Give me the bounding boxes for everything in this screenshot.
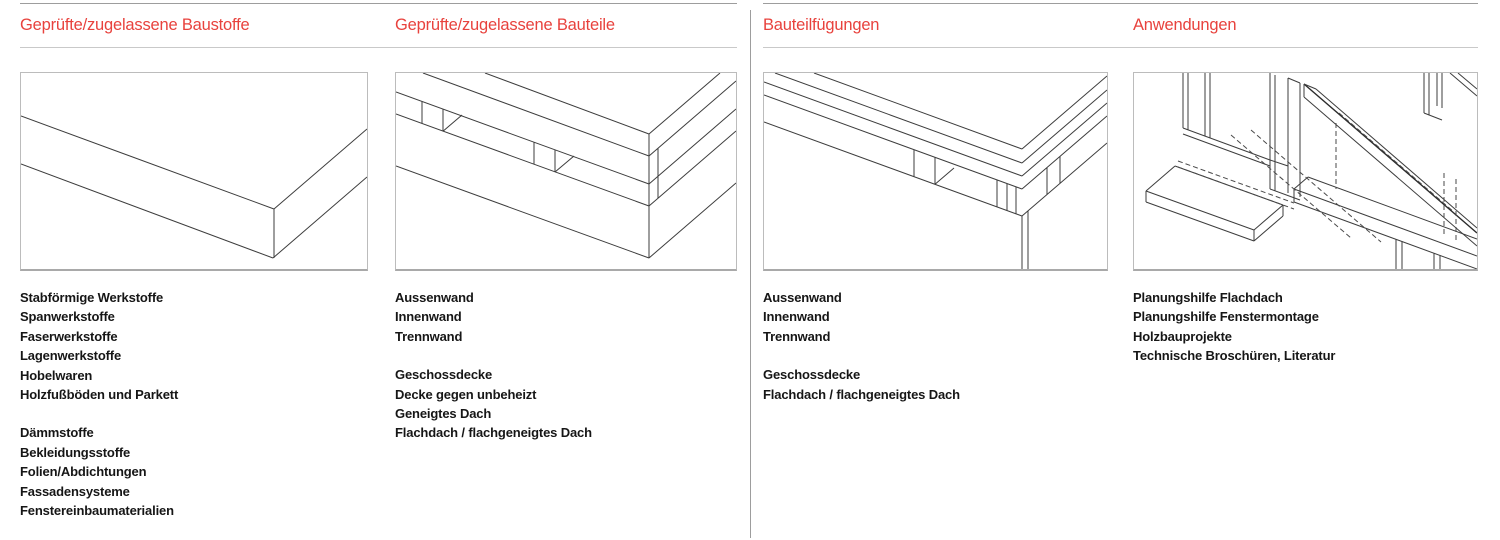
list-item[interactable]: Trennwand bbox=[763, 328, 831, 344]
nav-list-bauteile: Aussenwand Innenwand Trennwand Geschossd… bbox=[395, 288, 592, 443]
list-item[interactable]: Flachdach / flachgeneigtes Dach bbox=[395, 425, 592, 441]
list-item[interactable]: Geschossdecke bbox=[395, 367, 493, 383]
list-item[interactable]: Geschossdecke bbox=[763, 367, 861, 383]
illustration-bauteile bbox=[395, 72, 737, 271]
nav-group: Aussenwand Innenwand Trennwand bbox=[395, 288, 592, 346]
list-item[interactable]: Hobelwaren bbox=[20, 367, 93, 383]
illustration-baustoffe bbox=[20, 72, 368, 271]
heading-anwendungen[interactable]: Anwendungen bbox=[1133, 16, 1237, 34]
list-item[interactable]: Innenwand bbox=[763, 309, 830, 325]
nav-list-bauteilfuegungen: Aussenwand Innenwand Trennwand Geschossd… bbox=[763, 288, 960, 404]
nav-group: Geschossdecke Decke gegen unbeheizt Gene… bbox=[395, 365, 592, 443]
list-item[interactable]: Lagenwerkstoffe bbox=[20, 348, 122, 364]
list-item[interactable]: Folien/Abdichtungen bbox=[20, 464, 147, 480]
list-item[interactable]: Technische Broschüren, Literatur bbox=[1133, 348, 1336, 364]
list-item[interactable]: Decke gegen unbeheizt bbox=[395, 386, 537, 402]
heading-underline-right bbox=[763, 47, 1478, 48]
illustration-bauteilfuegungen bbox=[763, 72, 1108, 271]
nav-group: Geschossdecke Flachdach / flachgeneigtes… bbox=[763, 365, 960, 404]
window-montage-isometric-drawing bbox=[1145, 73, 1477, 269]
nav-group: Stabförmige Werkstoffe Spanwerkstoffe Fa… bbox=[20, 288, 178, 404]
illustration-anwendungen bbox=[1133, 72, 1478, 271]
list-item[interactable]: Dämmstoffe bbox=[20, 425, 94, 441]
nav-group: Dämmstoffe Bekleidungsstoffe Folien/Abdi… bbox=[20, 423, 178, 520]
nav-group: Planungshilfe Flachdach Planungshilfe Fe… bbox=[1133, 288, 1335, 366]
list-item[interactable]: Innenwand bbox=[395, 309, 462, 325]
heading-baustoffe[interactable]: Geprüfte/zugelassene Baustoffe bbox=[20, 16, 250, 34]
top-rule-left bbox=[20, 3, 737, 4]
list-item[interactable]: Fenstereinbaumaterialien bbox=[20, 503, 174, 519]
list-item[interactable]: Aussenwand bbox=[395, 290, 474, 305]
nav-list-anwendungen: Planungshilfe Flachdach Planungshilfe Fe… bbox=[1133, 288, 1335, 366]
list-item[interactable]: Geneigtes Dach bbox=[395, 406, 492, 422]
list-item[interactable]: Stabförmige Werkstoffe bbox=[20, 290, 164, 305]
list-item[interactable]: Fassadensysteme bbox=[20, 483, 130, 499]
top-rule-right bbox=[763, 3, 1478, 4]
heading-bauteilfuegungen[interactable]: Bauteilfügungen bbox=[763, 16, 880, 34]
list-item[interactable]: Holzbauprojekte bbox=[1133, 328, 1232, 344]
list-item[interactable]: Planungshilfe Fenstermontage bbox=[1133, 309, 1319, 325]
list-item[interactable]: Aussenwand bbox=[763, 290, 842, 305]
list-item[interactable]: Planungshilfe Flachdach bbox=[1133, 290, 1283, 305]
floor-element-isometric-drawing bbox=[396, 73, 736, 259]
section-divider bbox=[750, 10, 751, 538]
heading-bauteile[interactable]: Geprüfte/zugelassene Bauteile bbox=[395, 16, 615, 34]
list-item[interactable]: Holzfußböden und Parkett bbox=[20, 387, 179, 403]
heading-underline-left bbox=[20, 47, 737, 48]
board-corner-isometric-drawing bbox=[21, 115, 367, 259]
roof-wall-corner-isometric-drawing bbox=[764, 73, 1107, 269]
nav-list-baustoffe: Stabförmige Werkstoffe Spanwerkstoffe Fa… bbox=[20, 288, 178, 520]
nav-group: Aussenwand Innenwand Trennwand bbox=[763, 288, 960, 346]
list-item[interactable]: Faserwerkstoffe bbox=[20, 328, 118, 344]
list-item[interactable]: Flachdach / flachgeneigtes Dach bbox=[763, 386, 960, 402]
list-item[interactable]: Spanwerkstoffe bbox=[20, 309, 115, 325]
list-item[interactable]: Bekleidungsstoffe bbox=[20, 444, 131, 460]
list-item[interactable]: Trennwand bbox=[395, 328, 463, 344]
